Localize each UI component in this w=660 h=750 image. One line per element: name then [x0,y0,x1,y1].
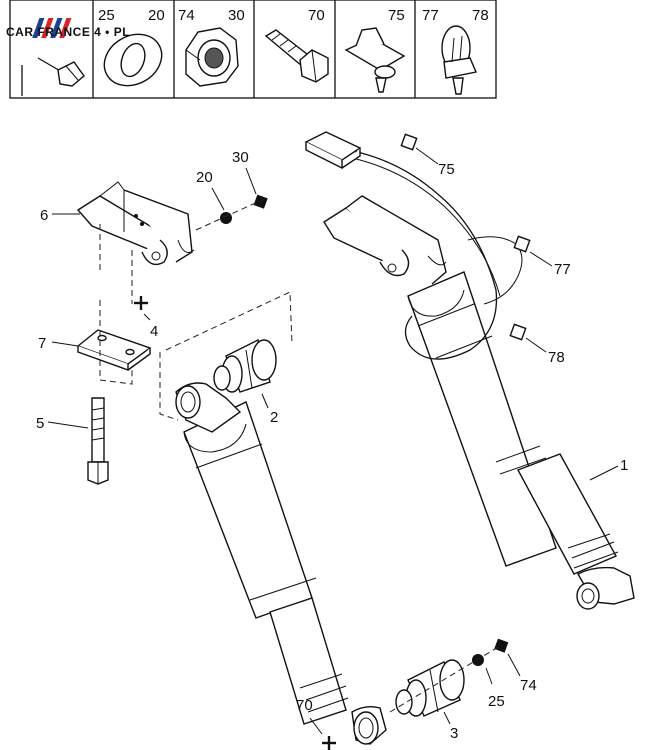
callout-30: 30 [232,149,249,166]
washer-icon [103,33,163,87]
left-shock-absorber [175,382,387,745]
header-label-74: 74 [178,7,195,24]
nut-marker-square [253,194,268,209]
lower-bushing [395,659,465,717]
right-shock-absorber-assembly [304,131,635,610]
callout-6: 6 [40,207,48,224]
callout-70: 70 [296,697,313,714]
torque-marker-plus [134,296,148,310]
clip-marker-77 [513,235,531,253]
mounting-plate [76,300,152,385]
lock-nut-icon [185,27,239,87]
header-label-75: 75 [388,7,405,24]
clip-marker-78 [509,323,527,341]
header-label-78: 78 [472,7,489,24]
bolt-icon [264,29,329,83]
callout-25: 25 [488,693,505,710]
callout-78: 78 [548,349,565,366]
callout-2: 2 [270,409,278,426]
callout-1: 1 [620,457,628,474]
parts-legend-table: CAR FRANCE 4 • PL 25 20 74 30 70 75 77 7… [6,0,497,99]
header-label-30: 30 [228,7,245,24]
header-label-70: 70 [308,7,325,24]
header-label-20: 20 [148,7,165,24]
header-label-77: 77 [422,7,439,24]
callout-20: 20 [196,169,213,186]
upper-bushing [213,338,277,393]
car-france-logo: CAR FRANCE 4 • PL [6,18,130,39]
callout-5: 5 [36,415,44,432]
lower-nut-square [494,638,509,653]
header-label-25: 25 [98,7,115,24]
callout-77: 77 [554,261,571,278]
washer-marker-dot [220,212,232,224]
callout-75: 75 [438,161,455,178]
callout-4: 4 [150,323,158,340]
lower-bolt-marker-plus [322,736,336,750]
leader-lines [47,147,619,735]
bolt-head-icon [21,57,85,96]
callout-labels: 6 7 5 4 20 30 2 3 25 74 70 75 77 78 1 [36,149,628,742]
callout-7: 7 [38,335,46,352]
long-bolt [87,397,109,485]
clip-marker-75 [400,133,418,151]
callout-3: 3 [450,725,458,742]
upper-mount-bracket [76,181,195,304]
logo-text: CAR FRANCE 4 • PL [6,25,130,39]
clip-icon [344,27,406,93]
cable-loop-clip-icon [441,25,477,95]
callout-74: 74 [520,677,537,694]
lower-washer-dot [472,654,484,666]
